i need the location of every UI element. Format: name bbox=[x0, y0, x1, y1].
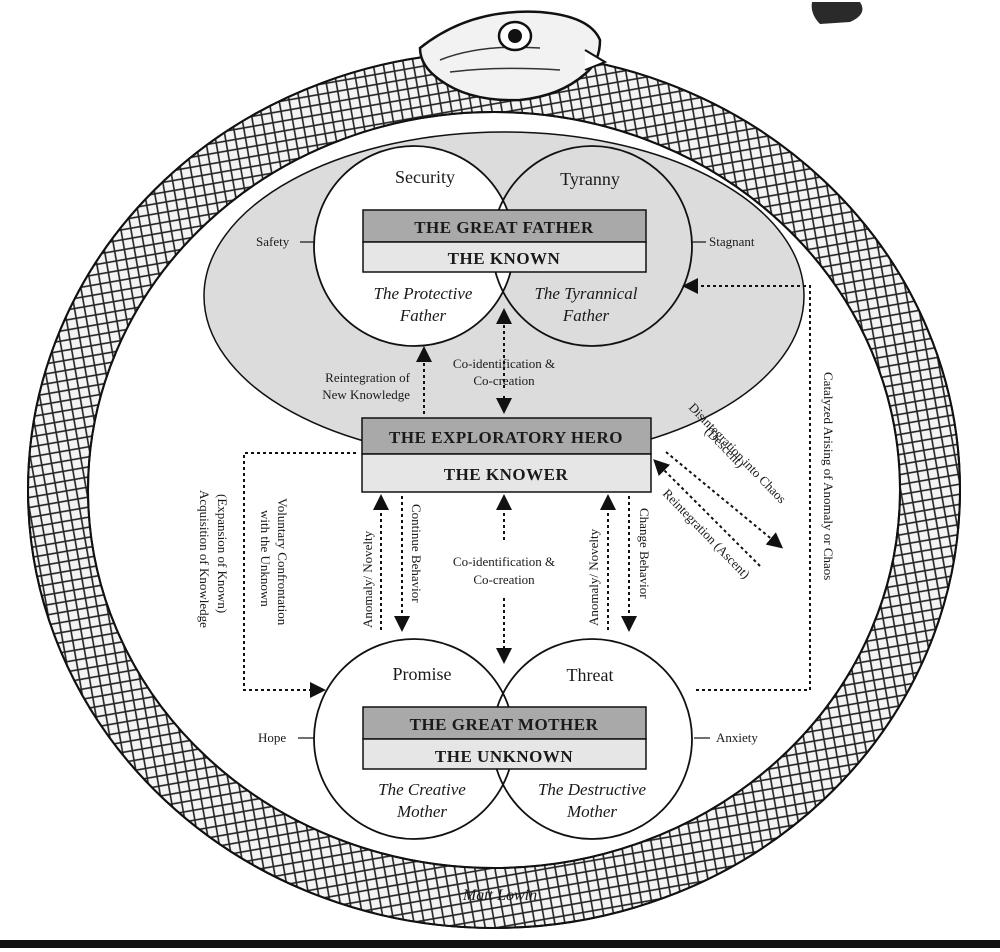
catalyzed-loop bbox=[682, 278, 811, 691]
tyrannical-father-line1: The Tyrannical bbox=[534, 284, 637, 303]
anxiety-label: Anxiety bbox=[716, 730, 758, 745]
artist-signature: Matt Lowin bbox=[462, 887, 537, 904]
great-father-box: THE GREAT FATHER THE KNOWN bbox=[362, 209, 647, 273]
reintegration-label-1: Reintegration of bbox=[325, 370, 411, 385]
exploratory-hero-box: THE EXPLORATORY HERO THE KNOWER bbox=[361, 417, 652, 493]
anomaly-left-label: Anomaly/ Novelty bbox=[360, 530, 375, 628]
change-behavior-label: Change Behavior bbox=[637, 508, 652, 599]
security-label: Security bbox=[395, 167, 455, 187]
reintegration-ascent-arrow bbox=[653, 459, 761, 567]
voluntary-label-1: Voluntary Confrontation bbox=[275, 498, 290, 626]
catalyzed-label: Catalyzed Arising of Anomaly or Chaos bbox=[821, 372, 836, 580]
known-subtitle: THE KNOWN bbox=[448, 249, 561, 268]
coid-top-label-1: Co-identification & bbox=[453, 356, 555, 371]
great-mother-title: THE GREAT MOTHER bbox=[410, 715, 599, 734]
tyrannical-father-line2: Father bbox=[562, 306, 610, 325]
exploratory-hero-title: THE EXPLORATORY HERO bbox=[389, 428, 623, 447]
hope-label: Hope bbox=[258, 730, 286, 745]
acquisition-label-2: (Expansion of Known) bbox=[215, 494, 230, 613]
coid-mid-label-1: Co-identification & bbox=[453, 554, 555, 569]
promise-label: Promise bbox=[392, 664, 451, 684]
great-mother-box: THE GREAT MOTHER THE UNKNOWN bbox=[362, 706, 647, 770]
safety-label: Safety bbox=[256, 234, 290, 249]
anomaly-right-label: Anomaly/ Novelty bbox=[586, 528, 601, 626]
ouroboros-serpent-icon bbox=[27, 10, 961, 929]
creative-mother-line2: Mother bbox=[396, 802, 447, 821]
voluntary-label-2: with the Unknown bbox=[258, 510, 273, 607]
coid-mid-label-2: Co-creation bbox=[473, 572, 535, 587]
protective-father-line1: The Protective bbox=[374, 284, 473, 303]
disintegration-arrow bbox=[665, 451, 784, 549]
bottom-bar bbox=[0, 940, 1000, 948]
protective-father-line2: Father bbox=[399, 306, 447, 325]
corner-shadow bbox=[811, 2, 863, 24]
knower-subtitle: THE KNOWER bbox=[444, 465, 569, 484]
destructive-mother-line2: Mother bbox=[566, 802, 617, 821]
reintegration-ascent-label: Reintegration (Ascent) bbox=[660, 486, 753, 582]
acquisition-label-1: Acquisition of Knowledge bbox=[197, 490, 212, 628]
destructive-mother-line1: The Destructive bbox=[538, 780, 647, 799]
unknown-subtitle: THE UNKNOWN bbox=[435, 747, 573, 766]
voluntary-confrontation-loop bbox=[243, 452, 356, 698]
reintegration-label-2: New Knowledge bbox=[322, 387, 410, 402]
stagnant-label: Stagnant bbox=[709, 234, 755, 249]
great-father-title: THE GREAT FATHER bbox=[414, 218, 594, 237]
tyranny-label: Tyranny bbox=[560, 169, 620, 189]
threat-label: Threat bbox=[567, 665, 614, 685]
arrows-group bbox=[243, 278, 811, 698]
continue-behavior-label: Continue Behavior bbox=[409, 504, 424, 603]
known-region bbox=[203, 131, 805, 461]
coid-top-label-2: Co-creation bbox=[473, 373, 535, 388]
creative-mother-line1: The Creative bbox=[378, 780, 466, 799]
